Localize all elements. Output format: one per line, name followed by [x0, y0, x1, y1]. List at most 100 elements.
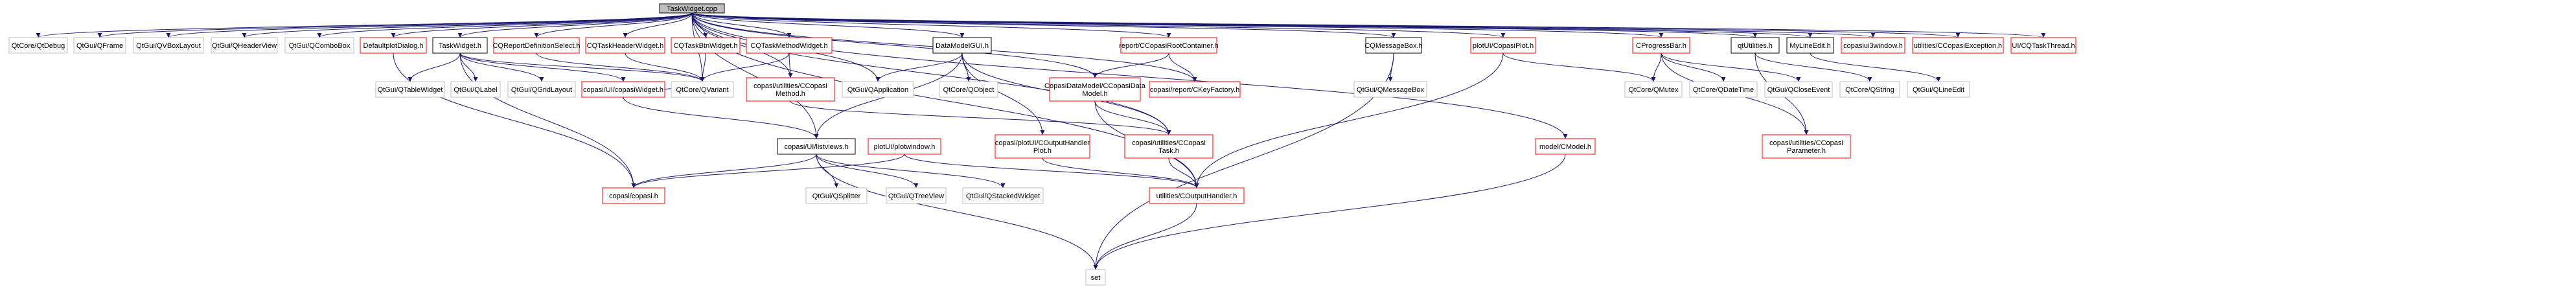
node-datamodelgui-h[interactable]: DataModelGUI.h: [932, 37, 992, 54]
node-copasiui3window-h[interactable]: copasiui3window.h: [1841, 37, 1905, 54]
node-box: [805, 187, 868, 204]
node-qtgui-qapplication: QtGui/QApplication: [842, 81, 914, 98]
node-box: [360, 37, 427, 54]
node-label: copasi/report/CKeyFactory.h: [1150, 86, 1240, 94]
node-box: [211, 37, 278, 54]
edge-listviews-to-qtreeview: [816, 154, 919, 189]
node-ui-cqtaskthread-h[interactable]: UI/CQTaskThread.h: [2010, 37, 2076, 54]
edge-root-to-copwin: [691, 12, 1875, 38]
node-qtgui-qgridlayout: QtGui/QGridLayout: [507, 81, 576, 98]
edge-root-to-mylineedit: [691, 12, 1812, 38]
node-box: [8, 37, 68, 54]
node-qtcore-qvariant: QtCore/QVariant: [671, 81, 734, 98]
edge-mylineedit-to-qlineedit: [1810, 52, 1941, 82]
node-copasi-ui-copasiwidget-h[interactable]: copasi/UI/copasiWidget.h: [581, 81, 665, 98]
node-cqtaskmethodwidget-h[interactable]: CQTaskMethodWidget.h: [746, 37, 833, 54]
node-qtcore-qstring: QtCore/QString: [1839, 81, 1900, 98]
edge-cqprog-to-qmutex: [1651, 52, 1662, 82]
edge-root-to-cqtaskthr: [691, 12, 2045, 38]
node-copasi-report-ckeyfactory-h[interactable]: copasi/report/CKeyFactory.h: [1149, 81, 1241, 98]
edge-root-to-cqprog: [691, 12, 1663, 38]
edge-root-to-coptask: [691, 12, 1171, 135]
node-label: CQTaskBtnWidget.h: [673, 42, 737, 50]
node-box: [133, 37, 204, 54]
node-label: UI/CQTaskThread.h: [2012, 42, 2075, 50]
node-label: model/CModel.h: [1539, 143, 1591, 151]
node-box: [1841, 37, 1905, 54]
node-label: CopasiDataModel/CCopasiData: [1044, 82, 1146, 90]
edge-root-to-cqrepdef: [534, 12, 693, 38]
edge-root-to-cqtaskmeth: [691, 12, 792, 38]
edge-dmgui-to-qapp: [875, 52, 963, 82]
edge-root-to-copdm: [691, 12, 1098, 78]
edge-root-to-copmeth: [691, 12, 793, 78]
node-cqtaskbtnwidget-h[interactable]: CQTaskBtnWidget.h: [671, 37, 741, 54]
node-label: QtCore/QDateTime: [1693, 86, 1754, 94]
node-qtgui-qlineedit: QtGui/QLineEdit: [1907, 81, 1970, 98]
node-plotui-copasiplot-h[interactable]: plotUI/CopasiPlot.h: [1470, 37, 1536, 54]
edge-copwidget-to-listviews: [623, 97, 819, 139]
node-box: [1762, 134, 1851, 159]
node-box: [1365, 37, 1422, 54]
node-qtgui-qcloseevent: QtGui/QCloseEvent: [1764, 81, 1833, 98]
edge-taskwh-to-copasih: [459, 52, 636, 189]
edge-root-to-repcont: [691, 12, 1171, 38]
node-box: [581, 81, 665, 98]
node-taskwidget-h[interactable]: TaskWidget.h: [432, 37, 488, 54]
node-label: Model.h: [1082, 90, 1107, 98]
node-set: set: [1085, 269, 1106, 286]
node-label: copasi/copasi.h: [609, 192, 658, 200]
node-qtgui-qlabel: QtGui/QLabel: [450, 81, 501, 98]
node-mylineedit-h[interactable]: MyLineEdit.h: [1786, 37, 1834, 54]
node-defaultplotdialog-h[interactable]: DefaultplotDialog.h: [360, 37, 427, 54]
node-cqtaskheaderwidget-h[interactable]: CQTaskHeaderWidget.h: [585, 37, 665, 54]
node-utilities-ccopasiexception-h[interactable]: utilities/CCopasiException.h: [1912, 37, 2004, 54]
edge-taskwh-to-qgrid: [459, 52, 544, 82]
node-label: Parameter.h: [1787, 147, 1826, 155]
node-label: copasi/utilities/CCopasi: [753, 82, 827, 90]
edge-root-to-cqtaskhdr: [623, 12, 693, 38]
node-box: [659, 3, 725, 14]
node-model-cmodel-h[interactable]: model/CModel.h: [1535, 138, 1596, 155]
node-qtutilities-h[interactable]: qtUtilities.h: [1731, 37, 1780, 54]
node-qtcore-qdatetime: QtCore/QDateTime: [1689, 81, 1758, 98]
node-cprogressbar-h[interactable]: CProgressBar.h: [1632, 37, 1690, 54]
node-cqmessagebox-h[interactable]: CQMessageBox.h: [1364, 37, 1423, 54]
node-label: CQMessageBox.h: [1364, 42, 1422, 50]
node-label: QtGui/QGridLayout: [511, 86, 572, 94]
node-box: [1149, 187, 1245, 204]
node-cqreportdefinitionselect-h[interactable]: CQReportDefinitionSelect.h: [492, 37, 581, 54]
node-box: [1731, 37, 1780, 54]
node-label: QtGui/QApplication: [847, 86, 908, 94]
node-qtcore-qtdebug: QtCore/QtDebug: [8, 37, 68, 54]
node-label: plotUI/CopasiPlot.h: [1473, 42, 1534, 50]
node-qtgui-qmessagebox: QtGui/QMessageBox: [1353, 81, 1427, 98]
node-box: [962, 187, 1044, 204]
edge-cqtaskmeth-to-copmeth: [788, 52, 793, 78]
node-label: copasi/UI/listviews.h: [784, 143, 848, 151]
node-copasi-ui-listviews-h[interactable]: copasi/UI/listviews.h: [777, 138, 856, 155]
node-label: QtGui/QCloseEvent: [1767, 86, 1830, 94]
node-box: [671, 81, 734, 98]
node-copasi-copasi-h[interactable]: copasi/copasi.h: [602, 187, 665, 204]
node-label: TaskWidget.cpp: [667, 5, 717, 13]
node-label: copasiui3window.h: [1843, 42, 1903, 50]
edge-root-to-cmodel: [691, 12, 1568, 139]
node-label: CQTaskHeaderWidget.h: [587, 42, 664, 50]
node-qtgui-qtablewidget: QtGui/QTableWidget: [375, 81, 445, 98]
node-label: MyLineEdit.h: [1789, 42, 1831, 50]
node-plotui-plotwindow-h[interactable]: plotUI/plotwindow.h: [868, 138, 941, 155]
edge-root-to-defplot: [391, 12, 693, 38]
node-utilities-coutputhandler-h[interactable]: utilities/COutputHandler.h: [1149, 187, 1245, 204]
edge-root-to-qheader: [242, 12, 693, 38]
node-label: qtUtilities.h: [1738, 42, 1773, 50]
edge-cqtaskmeth-to-qvariant: [700, 52, 790, 82]
node-report-ccopasirootcontainer-h[interactable]: report/CCopasiRootContainer.h: [1119, 37, 1219, 54]
node-taskwidget-cpp[interactable]: TaskWidget.cpp: [659, 3, 725, 14]
